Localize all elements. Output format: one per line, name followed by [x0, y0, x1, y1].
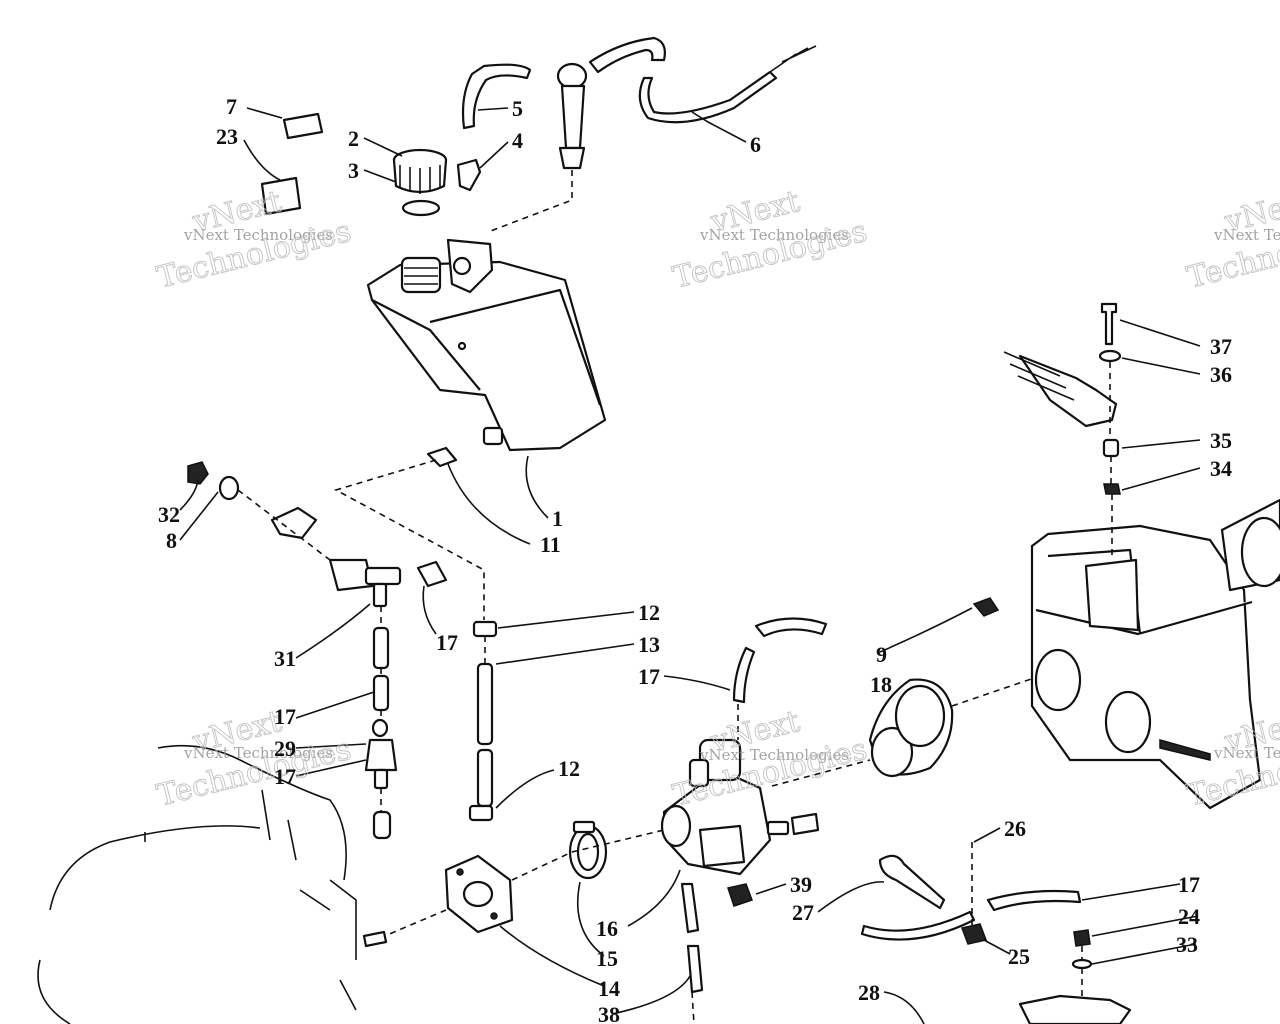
- drain-hose-38: [680, 882, 704, 994]
- callout-8: 8: [166, 528, 177, 553]
- watermark-line1: vNext Technologies: [1213, 744, 1280, 762]
- watermark-line1: vNext Technologies: [1213, 226, 1280, 244]
- callout-39: 39: [790, 872, 812, 897]
- bolt-37: [1100, 302, 1118, 346]
- callout-1: 1: [552, 506, 563, 531]
- stud-bolt: [362, 930, 388, 948]
- throttle-cable: [986, 889, 1082, 912]
- intake-adaptor: [868, 678, 954, 778]
- callout-11: 11: [540, 532, 561, 557]
- callout-15: 15: [596, 946, 618, 971]
- mount-bracket: [1003, 351, 1118, 428]
- nut-34: [1103, 483, 1121, 495]
- hose-segment-c: [372, 810, 392, 840]
- fuel-line-13-lower: [476, 748, 494, 808]
- callout-5: 5: [512, 96, 523, 121]
- clamp-12-upper: [472, 620, 498, 638]
- watermark-line1: vNext Technologies: [183, 744, 333, 762]
- callout-17: 17: [638, 664, 660, 689]
- callout-24: 24: [1178, 904, 1200, 929]
- callout-28: 28: [858, 980, 880, 1005]
- intake-flange: [444, 854, 514, 934]
- callout-9: 9: [876, 642, 887, 667]
- nut-24: [1073, 929, 1091, 947]
- decal-7: [282, 112, 324, 140]
- leader-lines: [179, 107, 1201, 1024]
- callout-13: 13: [638, 632, 660, 657]
- air-silencer: [1030, 498, 1280, 810]
- cable-end-25: [960, 923, 988, 945]
- washer-33: [1071, 958, 1093, 970]
- fuel-fitting-17: [416, 560, 448, 588]
- callout-18: 18: [870, 672, 892, 697]
- callout-32: 32: [158, 502, 180, 527]
- callout-38: 38: [598, 1002, 620, 1024]
- washer-8: [218, 475, 240, 501]
- vent-hose-17-lower: [732, 646, 756, 704]
- callout-25: 25: [1008, 944, 1030, 969]
- fuel-line-13: [476, 662, 494, 746]
- screw-9: [972, 597, 1000, 617]
- callout-29: 29: [274, 736, 296, 761]
- washer-36: [1098, 349, 1122, 363]
- callout-33: 33: [1176, 932, 1198, 957]
- valve-bracket: [270, 506, 318, 540]
- callout-12: 12: [638, 600, 660, 625]
- filler-neck: [400, 256, 442, 294]
- callout-3: 3: [348, 158, 359, 183]
- callout-36: 36: [1210, 362, 1232, 387]
- carburetor: [660, 738, 820, 876]
- spacer-35: [1102, 438, 1120, 458]
- callout-31: 31: [274, 646, 296, 671]
- vent-hose: [461, 63, 532, 130]
- callout-16: 16: [596, 916, 618, 941]
- cap-gasket: [401, 199, 441, 217]
- clamp-12-lower: [468, 804, 494, 822]
- callout-26: 26: [1004, 816, 1026, 841]
- carb-clamp: [568, 820, 608, 880]
- throttle-bracket: [860, 854, 976, 941]
- choke-cable: [588, 36, 666, 74]
- callout-4: 4: [512, 128, 523, 153]
- callout-17: 17: [436, 630, 458, 655]
- decal-23: [260, 176, 302, 216]
- choke-plunger: [556, 62, 588, 170]
- callout-17: 17: [1178, 872, 1200, 897]
- callout-34: 34: [1210, 456, 1232, 481]
- callout-6: 6: [750, 132, 761, 157]
- throttle-lever: [1018, 994, 1132, 1024]
- tank-outlet-fitting: [426, 446, 458, 468]
- hose-segment-b: [372, 674, 390, 712]
- fuel-tank: [366, 260, 607, 452]
- hose-clamp-39: [727, 883, 753, 907]
- watermark-line1: vNext Technologies: [183, 226, 333, 244]
- vent-hose-17: [754, 617, 828, 638]
- fuel-valve: [328, 558, 402, 608]
- nut-32: [187, 461, 209, 485]
- fuel-gauge-fitting: [446, 238, 494, 294]
- callouts: 1 2 3 4 5 6 7 8 9 11 12 12 13 14 15 16 1…: [158, 94, 1232, 1024]
- callout-27: 27: [792, 900, 814, 925]
- callout-14: 14: [598, 976, 620, 1001]
- callout-7: 7: [226, 94, 237, 119]
- fuel-filter: [364, 718, 398, 790]
- callout-23: 23: [216, 124, 238, 149]
- hose-segment-a: [372, 626, 390, 670]
- callout-2: 2: [348, 126, 359, 151]
- callout-12: 12: [558, 756, 580, 781]
- callout-35: 35: [1210, 428, 1232, 453]
- callout-17: 17: [274, 704, 296, 729]
- callout-37: 37: [1210, 334, 1232, 359]
- engine-outline: [37, 744, 357, 1024]
- callout-17: 17: [274, 764, 296, 789]
- choke-cable-sheath: [638, 70, 778, 124]
- vent-fitting: [456, 158, 482, 192]
- watermark-line1: vNext Technologies: [699, 226, 849, 244]
- watermark-line1: vNext Technologies: [699, 746, 849, 764]
- tank-cap: [392, 148, 448, 194]
